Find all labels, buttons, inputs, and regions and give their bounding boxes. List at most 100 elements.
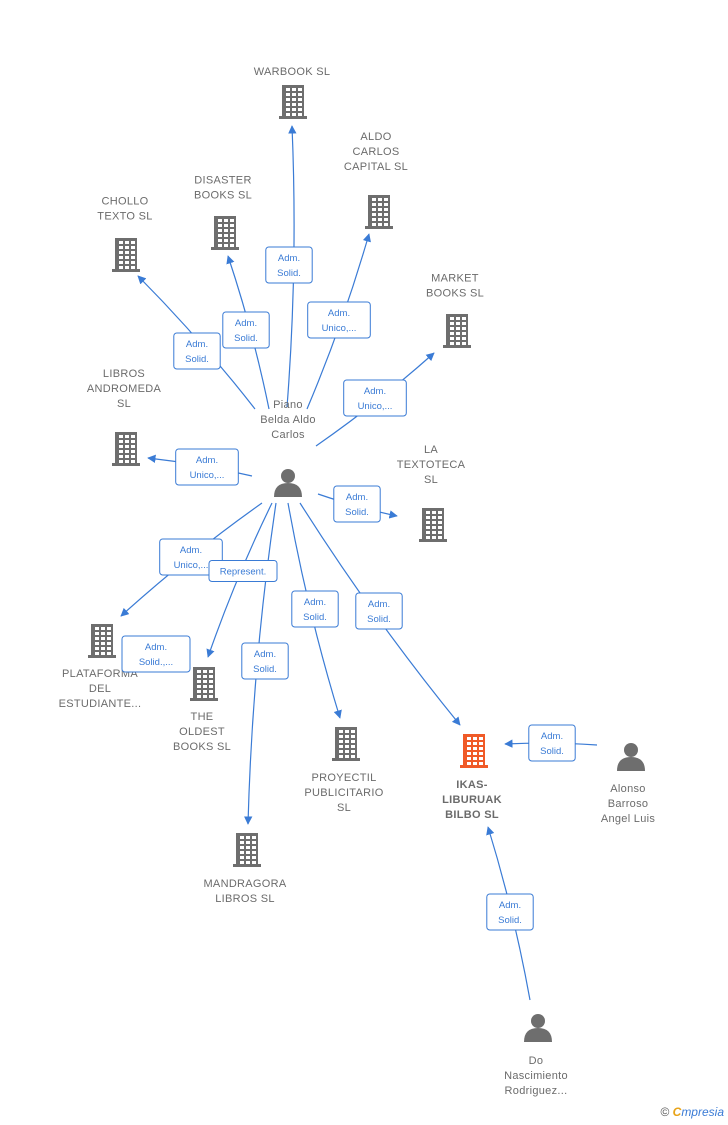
brand-logo-text: mpresia — [681, 1105, 724, 1119]
edge-label[interactable]: Adm. Unico,... — [159, 538, 223, 576]
edge-label[interactable]: Adm.Unico,... — [307, 301, 371, 339]
edge-label[interactable]: Adm.Solid. — [173, 332, 221, 370]
edge-label-box — [173, 332, 221, 370]
edge-label[interactable]: Adm.Unico,... — [175, 448, 239, 486]
node-label: TEXTO SL — [97, 211, 152, 223]
node-label: LA — [424, 444, 438, 456]
node-label: ANDROMEDA — [87, 383, 162, 395]
node-plataforma[interactable]: PLATAFORMADELESTUDIANTE... — [59, 624, 142, 710]
edge-label-text: Solid. — [540, 746, 564, 757]
building-icon — [233, 833, 261, 867]
edge-label-text: Adm. — [180, 545, 202, 556]
edge-label-text: Unico,... — [322, 323, 357, 334]
edge-label[interactable]: Adm. Unico,... — [343, 379, 407, 417]
node-textoteca[interactable]: LA TEXTOTECA SL — [397, 444, 466, 542]
node-label: Rodriguez... — [505, 1085, 568, 1097]
node-label: LIBROS — [103, 368, 145, 380]
node-label: Angel Luis — [601, 813, 656, 825]
node-label: PLATAFORMA — [62, 668, 138, 680]
edge-label-text: Solid. — [303, 612, 327, 623]
building-icon — [88, 624, 116, 658]
node-label: BOOKS SL — [173, 741, 231, 753]
edge-label-text: Adm. — [304, 597, 326, 608]
edge-label-text: Solid. — [367, 614, 391, 625]
node-label: Barroso — [608, 798, 649, 810]
node-mandragora[interactable]: MANDRAGORA LIBROS SL — [203, 833, 287, 905]
edge-label[interactable]: Adm.Solid.,... — [121, 635, 191, 673]
edge-label-text: Adm. — [364, 386, 386, 397]
edge-label-text: Adm. — [235, 318, 257, 329]
node-label: LIBROS SL — [215, 893, 275, 905]
edge-label-text: Adm. — [278, 253, 300, 264]
brand-watermark: © Cmpresia — [660, 1105, 724, 1119]
edge-label[interactable]: Represent. — [208, 560, 278, 582]
edge-label-box — [121, 635, 191, 673]
node-label: TEXTOTECA — [397, 459, 466, 471]
node-label: ALDO — [360, 131, 391, 143]
node-label: Nascimiento — [504, 1070, 568, 1082]
edge-label[interactable]: Adm. Solid. — [486, 893, 534, 931]
building-icon — [190, 667, 218, 701]
edge-label-text: Adm. — [499, 900, 521, 911]
edge-label-text: Solid. — [185, 354, 209, 365]
edge-label[interactable]: Adm. Solid. — [265, 246, 313, 284]
node-label: PUBLICITARIO — [304, 787, 383, 799]
person-icon — [524, 1014, 552, 1042]
node-label: CHOLLO — [101, 196, 148, 208]
node-label: OLDEST — [179, 726, 225, 738]
edge-label-text: Unico,... — [358, 401, 393, 412]
edge-label-box — [175, 448, 239, 486]
edge-label-box — [307, 301, 371, 339]
node-label: WARBOOK SL — [254, 66, 331, 78]
edge-label[interactable]: Adm.Solid. — [241, 642, 289, 680]
node-label: BILBO SL — [445, 809, 499, 821]
edge-label-text: Solid. — [345, 507, 369, 518]
brand-logo-letter: C — [672, 1105, 682, 1119]
node-label: IKAS- — [456, 779, 487, 791]
edge-label[interactable]: Adm.Solid. — [355, 592, 403, 630]
edge-label-box — [355, 592, 403, 630]
node-label: Carlos — [271, 429, 305, 441]
node-oldest[interactable]: THE OLDEST BOOKS SL — [173, 667, 231, 753]
edge-label-text: Unico,... — [174, 560, 209, 571]
building-icon — [211, 216, 239, 250]
node-dona[interactable]: DoNascimientoRodriguez... — [504, 1014, 568, 1097]
edge-label-box — [265, 246, 313, 284]
building-icon — [332, 727, 360, 761]
node-label: CARLOS — [352, 146, 399, 158]
edge-label-text: Solid. — [277, 268, 301, 279]
edge-label-box — [333, 485, 381, 523]
edge-label-text: Represent. — [220, 567, 266, 578]
node-label: CAPITAL SL — [344, 161, 408, 173]
edge-label-text: Solid. — [253, 664, 277, 675]
node-label: DISASTER — [194, 175, 251, 187]
edge-label[interactable]: Adm. Solid. — [222, 311, 270, 349]
node-warbook[interactable]: WARBOOK SL — [254, 66, 331, 119]
node-label: Alonso — [610, 783, 645, 795]
node-label: LIBURUAK — [442, 794, 502, 806]
edge-label-text: Unico,... — [190, 470, 225, 481]
edge-label-text: Solid. — [234, 333, 258, 344]
edge-label[interactable]: Adm.Solid. — [528, 724, 576, 762]
node-ikas[interactable]: IKAS- LIBURUAK BILBO SL — [442, 734, 502, 821]
edge-label-text: Solid. — [498, 915, 522, 926]
node-label: PROYECTIL — [311, 772, 376, 784]
edge-label[interactable]: Adm. Solid. — [291, 590, 339, 628]
node-label: MANDRAGORA — [203, 878, 286, 890]
edge-label-box — [486, 893, 534, 931]
node-label: SL — [424, 474, 438, 486]
node-aldo[interactable]: ALDO CARLOS CAPITAL SL — [344, 131, 408, 229]
node-chollo[interactable]: CHOLLO TEXTO SL — [97, 196, 152, 273]
node-label: Piano — [273, 399, 303, 411]
node-label: THE — [191, 711, 214, 723]
edge-label-box — [241, 642, 289, 680]
edge-label[interactable]: Adm.Solid. — [333, 485, 381, 523]
